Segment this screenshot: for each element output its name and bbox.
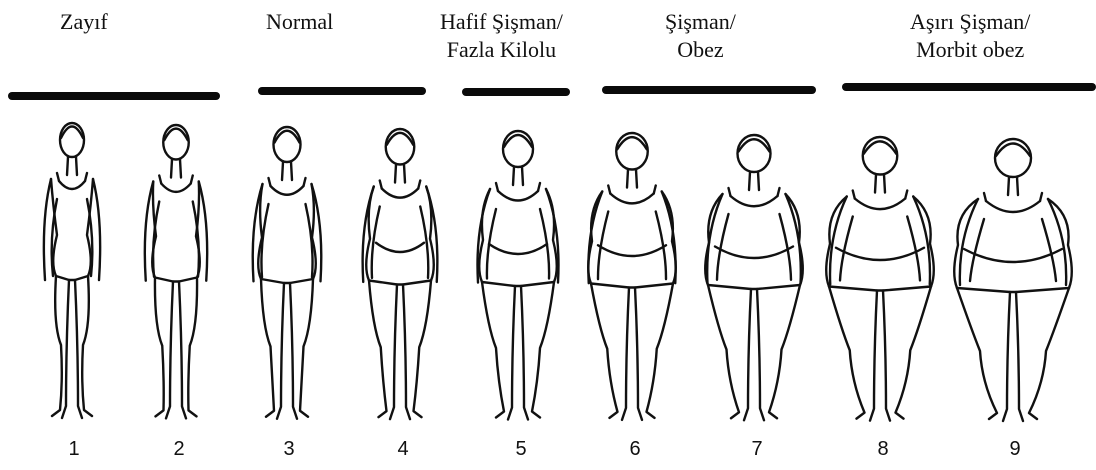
body-figure-9 [954,139,1072,421]
figure-number-4: 4 [388,438,418,461]
right-arm-outline [87,179,100,280]
figure-number-9: 9 [1000,438,1030,461]
torso-outline [51,179,93,280]
right-leg-outline [635,284,673,420]
swimsuit-straps [984,193,1042,201]
torso-outline [705,194,803,289]
belly-fold [376,243,424,252]
body-figure-5 [478,131,559,420]
neck-outline [171,160,181,178]
right-leg-outline [1016,288,1069,421]
swimsuit-straps [853,191,908,199]
body-figure-3 [253,127,322,419]
belly-fold [489,244,547,254]
swimsuit-neckline [610,194,654,204]
torso-outline [152,182,200,282]
left-leg-outline [957,288,1010,421]
swimsuit-straps [496,183,540,191]
figure-number-6: 6 [620,438,650,461]
belly-fold [598,245,666,256]
right-leg-outline [179,278,197,419]
right-leg-outline [290,279,313,419]
torso-outline [366,187,434,285]
right-arm-outline [656,192,676,284]
figure-number-5: 5 [506,438,536,461]
left-arm-outline [588,192,608,284]
neck-outline [513,167,523,185]
head-outline [386,129,415,165]
belly-fold [964,249,1062,262]
body-figure-4 [363,129,438,419]
swimsuit-neckline [59,181,85,189]
figure-number-7: 7 [742,438,772,461]
body-figure-6 [588,133,676,420]
left-leg-outline [829,287,877,421]
swimsuit-neckline [731,196,778,206]
left-arm-outline [707,194,728,284]
neck-outline [395,165,405,183]
left-leg-outline [369,281,397,420]
right-leg-outline [75,276,92,418]
head-outline [274,127,301,162]
torso-outline [826,197,934,291]
left-leg-outline [482,282,515,420]
right-arm-outline [780,194,801,284]
neck-outline [67,157,77,175]
swimsuit-neckline [498,191,538,201]
body-figure-8 [826,137,934,421]
neck-outline [1008,177,1018,195]
figure-number-3: 3 [274,438,304,461]
head-outline [863,137,898,175]
left-leg-outline [261,279,284,419]
swimsuit-neckline [382,189,419,198]
left-arm-outline [44,179,57,280]
swimsuit-straps [608,186,656,194]
swimsuit-straps [729,188,780,196]
body-figure-1 [44,123,100,418]
neck-outline [282,162,292,180]
body-figure-2 [145,125,207,418]
left-leg-outline [708,285,751,420]
left-arm-outline [830,197,853,285]
body-figure-7 [705,135,803,420]
swimsuit-straps [380,181,421,189]
belly-fold [836,248,924,260]
left-leg-outline [155,278,173,419]
swimsuit-neckline [986,201,1040,212]
head-outline [616,133,648,170]
figure-number-8: 8 [868,438,898,461]
head-outline [503,131,533,167]
neck-outline [749,172,759,190]
right-leg-outline [757,285,800,420]
head-outline [738,135,771,172]
figure-number-2: 2 [164,438,194,461]
right-leg-outline [521,282,554,420]
right-leg-outline [403,281,431,420]
right-leg-outline [883,287,931,421]
belly-fold [715,247,793,259]
swimsuit-neckline [855,199,906,210]
head-outline [60,123,84,157]
swimsuit-neckline [271,186,304,195]
swimsuit-straps [269,178,306,186]
torso-outline [258,184,316,283]
swimsuit-straps [159,176,193,184]
left-leg-outline [591,284,629,420]
neck-outline [875,175,885,193]
left-leg-outline [52,276,69,418]
figure-number-1: 1 [59,438,89,461]
neck-outline [627,170,637,188]
right-arm-outline [907,197,930,285]
swimsuit-neckline [161,184,191,192]
swimsuit-straps [57,173,87,181]
head-outline [163,125,189,160]
